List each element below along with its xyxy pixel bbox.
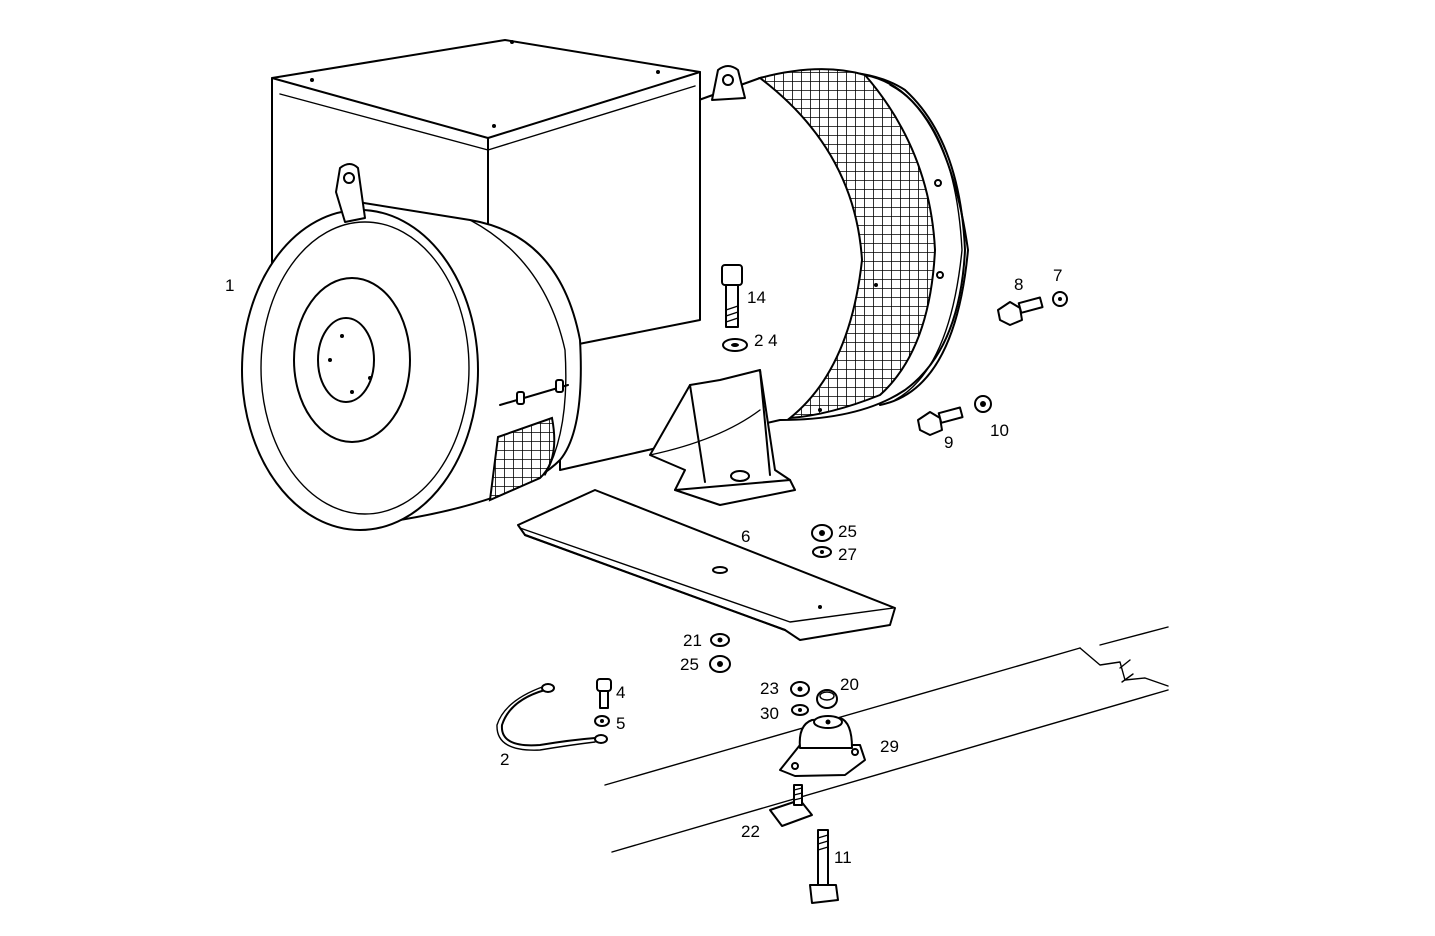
nut-23 bbox=[790, 681, 810, 697]
washer-30 bbox=[791, 704, 809, 716]
stud-plate-22 bbox=[769, 784, 813, 827]
frame-rails bbox=[604, 626, 1169, 853]
alternator-body bbox=[241, 39, 969, 531]
callout-21: 21 bbox=[683, 631, 702, 650]
callout-23: 23 bbox=[760, 679, 779, 698]
washer-21 bbox=[710, 633, 730, 647]
callout-6: 6 bbox=[741, 527, 750, 546]
washer-24 bbox=[722, 338, 748, 352]
bolt-11 bbox=[809, 829, 839, 904]
callout-10: 10 bbox=[990, 421, 1009, 440]
callout-1: 1 bbox=[225, 276, 234, 295]
bolt-8 bbox=[997, 296, 1044, 326]
washer-27 bbox=[812, 546, 832, 558]
washer-5 bbox=[594, 715, 610, 727]
callout-22: 22 bbox=[741, 822, 760, 841]
callout-7: 7 bbox=[1053, 266, 1062, 285]
callout-20: 20 bbox=[840, 675, 859, 694]
bolt-14 bbox=[721, 264, 743, 328]
washer-7 bbox=[1052, 291, 1068, 307]
nut-25-lower bbox=[709, 655, 731, 673]
washer-10 bbox=[974, 395, 992, 413]
callout-29: 29 bbox=[880, 737, 899, 756]
callout-5: 5 bbox=[616, 714, 625, 733]
bolt-4 bbox=[596, 678, 612, 709]
spacer-20 bbox=[816, 689, 838, 709]
anti-vibration-mount-29 bbox=[779, 715, 866, 777]
callout-25-upper: 25 bbox=[838, 522, 857, 541]
callout-4: 4 bbox=[616, 683, 625, 702]
callout-2: 2 bbox=[500, 750, 509, 769]
nut-25-upper bbox=[811, 524, 833, 542]
callout-27: 27 bbox=[838, 545, 857, 564]
callout-25-lower: 25 bbox=[680, 655, 699, 674]
callout-9: 9 bbox=[944, 433, 953, 452]
callout-11: 11 bbox=[834, 848, 852, 867]
ground-strap-2 bbox=[496, 683, 608, 751]
callout-8: 8 bbox=[1014, 275, 1023, 294]
bolt-9 bbox=[917, 406, 964, 436]
callout-24: 2 4 bbox=[754, 331, 778, 350]
callout-14: 14 bbox=[747, 288, 766, 307]
callout-30: 30 bbox=[760, 704, 779, 723]
base-bar bbox=[517, 489, 896, 641]
mounting-foot bbox=[649, 369, 796, 506]
